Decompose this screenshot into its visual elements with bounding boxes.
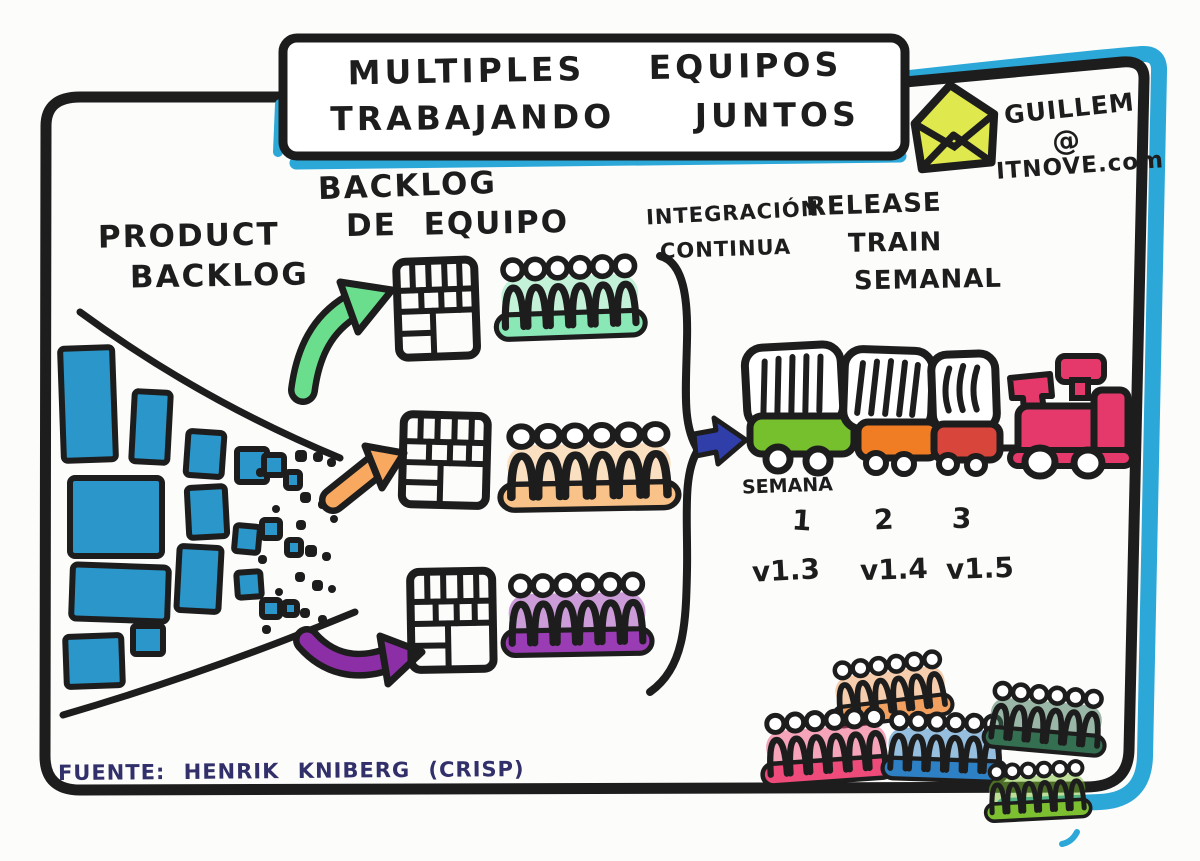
release-train	[740, 340, 1135, 480]
page-title-line-2: TRABAJANDO JUNTOS	[330, 94, 860, 139]
sticky-note	[231, 522, 263, 556]
week-number-3: 3	[951, 501, 973, 536]
team-group-lightgreen	[983, 760, 1091, 821]
team-group-pink	[759, 707, 895, 786]
week-number-1: 1	[790, 503, 813, 538]
cyan-dash	[1059, 829, 1080, 847]
sticky-note	[62, 632, 126, 690]
envelope-icon	[910, 81, 999, 174]
arrow-to-team-1	[288, 278, 396, 405]
sticky-note	[128, 388, 174, 466]
product-backlog-funnel	[57, 308, 359, 719]
team-group-darkgreen	[983, 682, 1109, 757]
sticky-note	[233, 568, 265, 601]
sticky-note	[259, 597, 283, 620]
frame-border	[39, 56, 1150, 796]
label-semana: SEMANA	[741, 473, 834, 499]
team-group-purple	[502, 574, 652, 656]
sticky-note	[68, 561, 172, 625]
label-product-backlog-1: PRODUCT	[97, 216, 281, 256]
version-label-2: v1.4	[859, 551, 929, 588]
label-continuous-integration-2: CONTINUA	[659, 234, 792, 264]
label-team-backlog-2: DE EQUIPO	[345, 204, 570, 244]
sticky-note	[67, 475, 165, 559]
title-box	[273, 33, 910, 170]
sticky-note	[183, 483, 231, 541]
version-label-1: v1.3	[751, 552, 821, 589]
sticky-note	[259, 517, 283, 541]
source-credit: FUENTE: HENRIK KNIBERG (CRISP)	[57, 756, 525, 786]
sticky-note	[281, 599, 300, 618]
arrow-to-train	[691, 415, 749, 467]
team-backlog-grid-1	[392, 255, 481, 362]
sticky-note	[130, 623, 166, 657]
train-wagon-3	[927, 349, 1001, 435]
train-locomotive	[1007, 353, 1135, 480]
sticky-note	[261, 452, 287, 478]
team-group-orange	[499, 424, 679, 511]
week-number-2: 2	[873, 502, 895, 537]
arrow-to-team-2	[319, 442, 408, 514]
label-team-backlog-1: BACKLOG	[317, 164, 498, 208]
sticky-note	[173, 543, 225, 615]
sticky-note	[283, 469, 303, 491]
team-group-mint	[494, 255, 646, 339]
sticky-note	[57, 344, 119, 464]
label-release-train-1: RELEASE	[805, 187, 943, 223]
team-backlog-grid-3	[406, 566, 498, 674]
sticky-note	[284, 537, 304, 558]
arrow-to-team-3	[293, 626, 426, 688]
author-at: @	[1050, 122, 1083, 159]
team-backlog-grid-2	[397, 410, 492, 510]
version-label-3: v1.5	[945, 550, 1015, 587]
label-product-backlog-2: BACKLOG	[129, 256, 310, 296]
label-release-train-2: TRAIN	[847, 227, 943, 259]
label-release-train-3: SEMANAL	[853, 263, 1003, 297]
sticky-note	[182, 428, 228, 480]
